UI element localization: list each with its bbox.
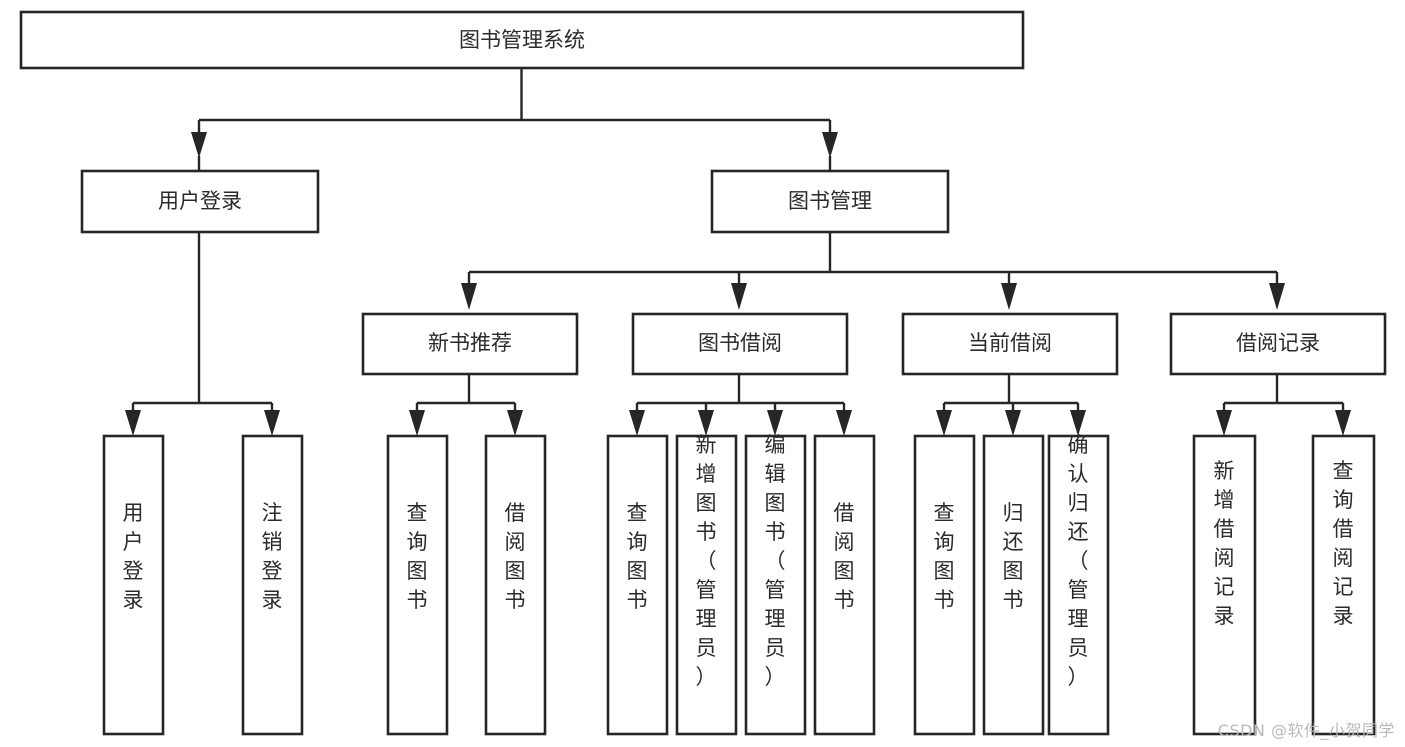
node-leaf-cb-return-book-box[interactable] xyxy=(982,434,1045,736)
arrow-head-leaf-logout xyxy=(264,410,280,436)
node-leaf-cb-query-book-box[interactable] xyxy=(913,434,976,736)
arrow-head-book-manage xyxy=(822,132,838,158)
node-leaf-bb-edit-book-label: 编辑图书（管理员） xyxy=(765,433,786,689)
node-user-login-label: 用户登录 xyxy=(158,189,242,213)
arrow-head-cb-leaf3 xyxy=(1070,410,1086,436)
node-leaf-cb-confirm-return[interactable]: 确认归还（管理员） xyxy=(1047,433,1110,736)
node-new-book-label: 新书推荐 xyxy=(428,331,512,355)
node-leaf-cb-confirm-return-box[interactable] xyxy=(1047,434,1110,736)
node-leaf-bb-borrow-book-label: 借阅图书 xyxy=(834,501,855,612)
connector-group-user-login xyxy=(125,232,280,436)
node-leaf-user-login-label: 用户登录 xyxy=(123,501,144,612)
node-leaf-br-add-record-box[interactable] xyxy=(1192,434,1257,736)
node-book-manage-box[interactable] xyxy=(710,169,950,234)
connector-group-root xyxy=(191,68,838,170)
node-leaf-nb-borrow-book[interactable]: 借阅图书 xyxy=(484,434,547,736)
arrow-head-br-leaf1 xyxy=(1216,410,1232,436)
csdn-watermark: CSDN @软件_小贺同学 xyxy=(1217,721,1395,740)
node-leaf-bb-query-book-label: 查询图书 xyxy=(627,501,648,612)
node-leaf-bb-edit-book-box[interactable] xyxy=(744,434,807,736)
connector-group-borrow-record xyxy=(1216,374,1351,436)
node-leaf-logout-label: 注销登录 xyxy=(262,501,283,612)
node-leaf-cb-confirm-return-label: 确认归还（管理员） xyxy=(1068,433,1089,689)
node-new-book-box[interactable] xyxy=(361,312,579,376)
node-leaf-bb-edit-book[interactable]: 编辑图书（管理员） xyxy=(744,433,807,736)
node-book-manage[interactable]: 图书管理 xyxy=(710,169,950,234)
node-root-system[interactable]: 图书管理系统 xyxy=(19,10,1025,70)
arrow-head-current-borrow xyxy=(1001,283,1017,310)
node-current-borrow-box[interactable] xyxy=(901,312,1119,376)
arrow-head-nb-leaf1 xyxy=(409,410,425,436)
node-leaf-bb-add-book-box[interactable] xyxy=(675,434,738,736)
node-leaf-br-add-record-label: 新增借阅记录 xyxy=(1214,459,1235,628)
node-leaf-br-add-record[interactable]: 新增借阅记录 xyxy=(1192,434,1257,736)
node-leaf-cb-return-book[interactable]: 归还图书 xyxy=(982,434,1045,736)
node-leaf-nb-borrow-book-box[interactable] xyxy=(484,434,547,736)
node-user-login-box[interactable] xyxy=(80,169,320,234)
arrow-head-br-leaf2 xyxy=(1335,410,1351,436)
connector-group-book-borrow xyxy=(629,374,852,436)
node-leaf-logout[interactable]: 注销登录 xyxy=(241,434,304,736)
node-leaf-cb-query-book[interactable]: 查询图书 xyxy=(913,434,976,736)
node-current-borrow[interactable]: 当前借阅 xyxy=(901,312,1119,376)
node-leaf-bb-add-book[interactable]: 新增图书（管理员） xyxy=(675,433,738,736)
arrow-head-book-borrow xyxy=(731,283,747,310)
connector-group-new-book xyxy=(409,374,523,436)
connector-group-current-borrow xyxy=(936,374,1086,436)
node-book-manage-label: 图书管理 xyxy=(788,189,872,213)
node-user-login[interactable]: 用户登录 xyxy=(80,169,320,234)
arrow-head-cb-leaf1 xyxy=(936,410,952,436)
arrow-head-bb-leaf1 xyxy=(629,410,645,436)
arrow-head-bb-leaf3 xyxy=(767,410,783,436)
node-leaf-bb-query-book[interactable]: 查询图书 xyxy=(606,434,669,736)
node-leaf-bb-add-book-label: 新增图书（管理员） xyxy=(696,433,717,689)
arrow-head-cb-leaf2 xyxy=(1005,410,1021,436)
node-leaf-nb-query-book-box[interactable] xyxy=(386,434,449,736)
node-borrow-record[interactable]: 借阅记录 xyxy=(1169,312,1387,376)
arrow-head-leaf-user-login xyxy=(125,410,141,436)
node-new-book-recommend[interactable]: 新书推荐 xyxy=(361,312,579,376)
arrow-head-user-login xyxy=(191,132,207,158)
node-leaf-user-login-box[interactable] xyxy=(102,434,165,736)
node-book-borrow[interactable]: 图书借阅 xyxy=(631,312,849,376)
node-leaf-nb-query-book[interactable]: 查询图书 xyxy=(386,434,449,736)
node-leaf-br-query-record[interactable]: 查询借阅记录 xyxy=(1311,434,1376,736)
node-leaf-bb-query-book-box[interactable] xyxy=(606,434,669,736)
arrow-head-new-book xyxy=(461,283,477,310)
node-leaf-nb-query-book-label: 查询图书 xyxy=(407,501,428,612)
arrow-head-nb-leaf2 xyxy=(507,410,523,436)
node-leaf-nb-borrow-book-label: 借阅图书 xyxy=(505,501,526,612)
node-leaf-bb-borrow-book-box[interactable] xyxy=(813,434,876,736)
node-book-borrow-box[interactable] xyxy=(631,312,849,376)
connector-group-book-manage xyxy=(461,232,1285,310)
node-root-label: 图书管理系统 xyxy=(459,28,585,52)
node-leaf-br-query-record-box[interactable] xyxy=(1311,434,1376,736)
node-leaf-cb-return-book-label: 归还图书 xyxy=(1003,501,1024,612)
node-leaf-cb-query-book-label: 查询图书 xyxy=(934,501,955,612)
node-root-box[interactable] xyxy=(19,10,1025,70)
arrow-head-borrow-record xyxy=(1269,283,1285,310)
arrow-head-bb-leaf2 xyxy=(698,410,714,436)
node-leaf-bb-borrow-book[interactable]: 借阅图书 xyxy=(813,434,876,736)
node-borrow-record-label: 借阅记录 xyxy=(1236,331,1320,355)
node-book-borrow-label: 图书借阅 xyxy=(698,331,782,355)
node-borrow-record-box[interactable] xyxy=(1169,312,1387,376)
arrow-head-bb-leaf4 xyxy=(836,410,852,436)
node-leaf-logout-box[interactable] xyxy=(241,434,304,736)
node-leaf-user-login[interactable]: 用户登录 xyxy=(102,434,165,736)
node-leaf-br-query-record-label: 查询借阅记录 xyxy=(1333,459,1354,628)
node-current-borrow-label: 当前借阅 xyxy=(968,331,1052,355)
